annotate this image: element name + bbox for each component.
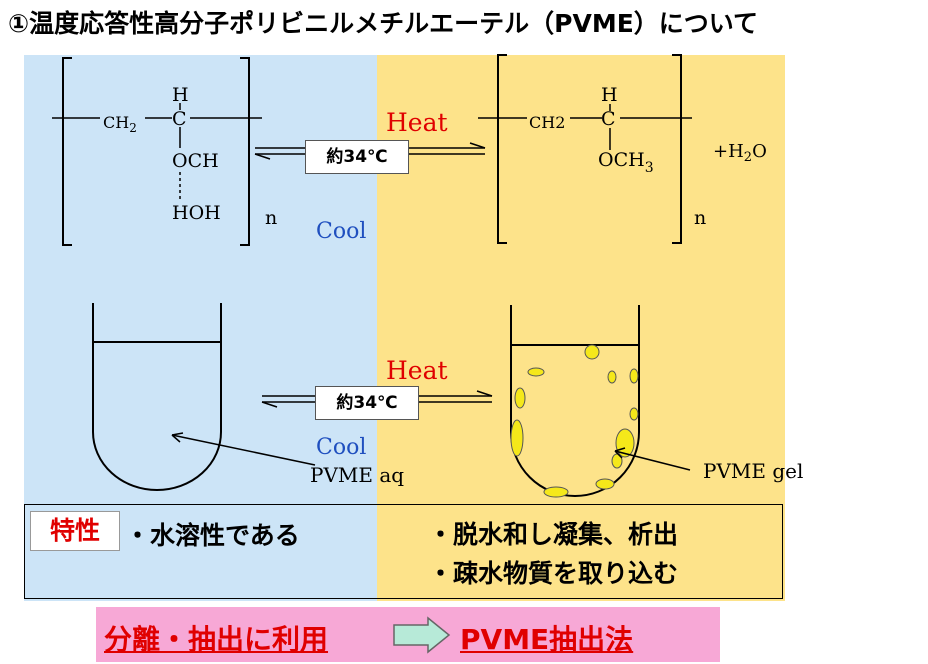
right-och3-sub: 3 [645, 160, 654, 176]
usage-arrow-icon [393, 616, 451, 654]
properties-label: 特性 [30, 511, 120, 551]
left-tube-pointer [171, 432, 316, 466]
water-sub: 2 [744, 150, 752, 165]
left-n: n [265, 207, 277, 229]
tube-temp-label: 約34℃ [315, 386, 419, 420]
water-byproduct: +H2O [713, 141, 767, 165]
left-hoh: HOH [172, 202, 221, 224]
reaction-heat-label: Heat [386, 108, 448, 137]
right-och3: OCH3 [598, 149, 654, 176]
tube-heat-label: Heat [386, 356, 448, 385]
heat-panel [377, 55, 785, 601]
right-n: n [694, 207, 706, 229]
left-ch2-sub: 2 [129, 121, 137, 135]
right-tube-label: PVME gel [703, 459, 803, 483]
left-ch2: CH2 [103, 113, 137, 135]
reaction-cool-label: Cool [316, 219, 366, 244]
water-o: O [752, 141, 767, 162]
page-title: ①温度応答性高分子ポリビニルメチルエーテル（PVME）について [8, 9, 759, 38]
left-tube-label: PVME aq [310, 463, 404, 487]
usage-method-text: PVME抽出法 [460, 623, 634, 656]
left-structure [52, 57, 262, 246]
usage-separation-text: 分離・抽出に利用 [104, 623, 329, 656]
left-ch2-main: CH [103, 113, 129, 132]
right-h: H [601, 84, 618, 106]
left-och: OCH [172, 150, 219, 172]
right-structure [478, 54, 692, 244]
property-hydrophobic-uptake: ・疎水物質を取り込む [428, 559, 679, 588]
property-dehydration: ・脱水和し凝集、析出 [428, 520, 679, 549]
tube-cool-label: Cool [316, 435, 366, 460]
water-h: +H [713, 141, 744, 162]
left-c: C [172, 108, 187, 130]
right-tube-pointer [614, 447, 691, 471]
right-och3-main: OCH [598, 149, 645, 171]
left-test-tube [92, 303, 222, 491]
property-water-soluble: ・水溶性である [125, 521, 300, 550]
properties-box [24, 504, 783, 599]
left-h: H [172, 84, 189, 106]
reaction-temp-label: 約34℃ [305, 140, 409, 174]
right-ch2: CH2 [529, 113, 565, 132]
gel-droplets [510, 344, 639, 498]
right-c: C [601, 108, 616, 130]
